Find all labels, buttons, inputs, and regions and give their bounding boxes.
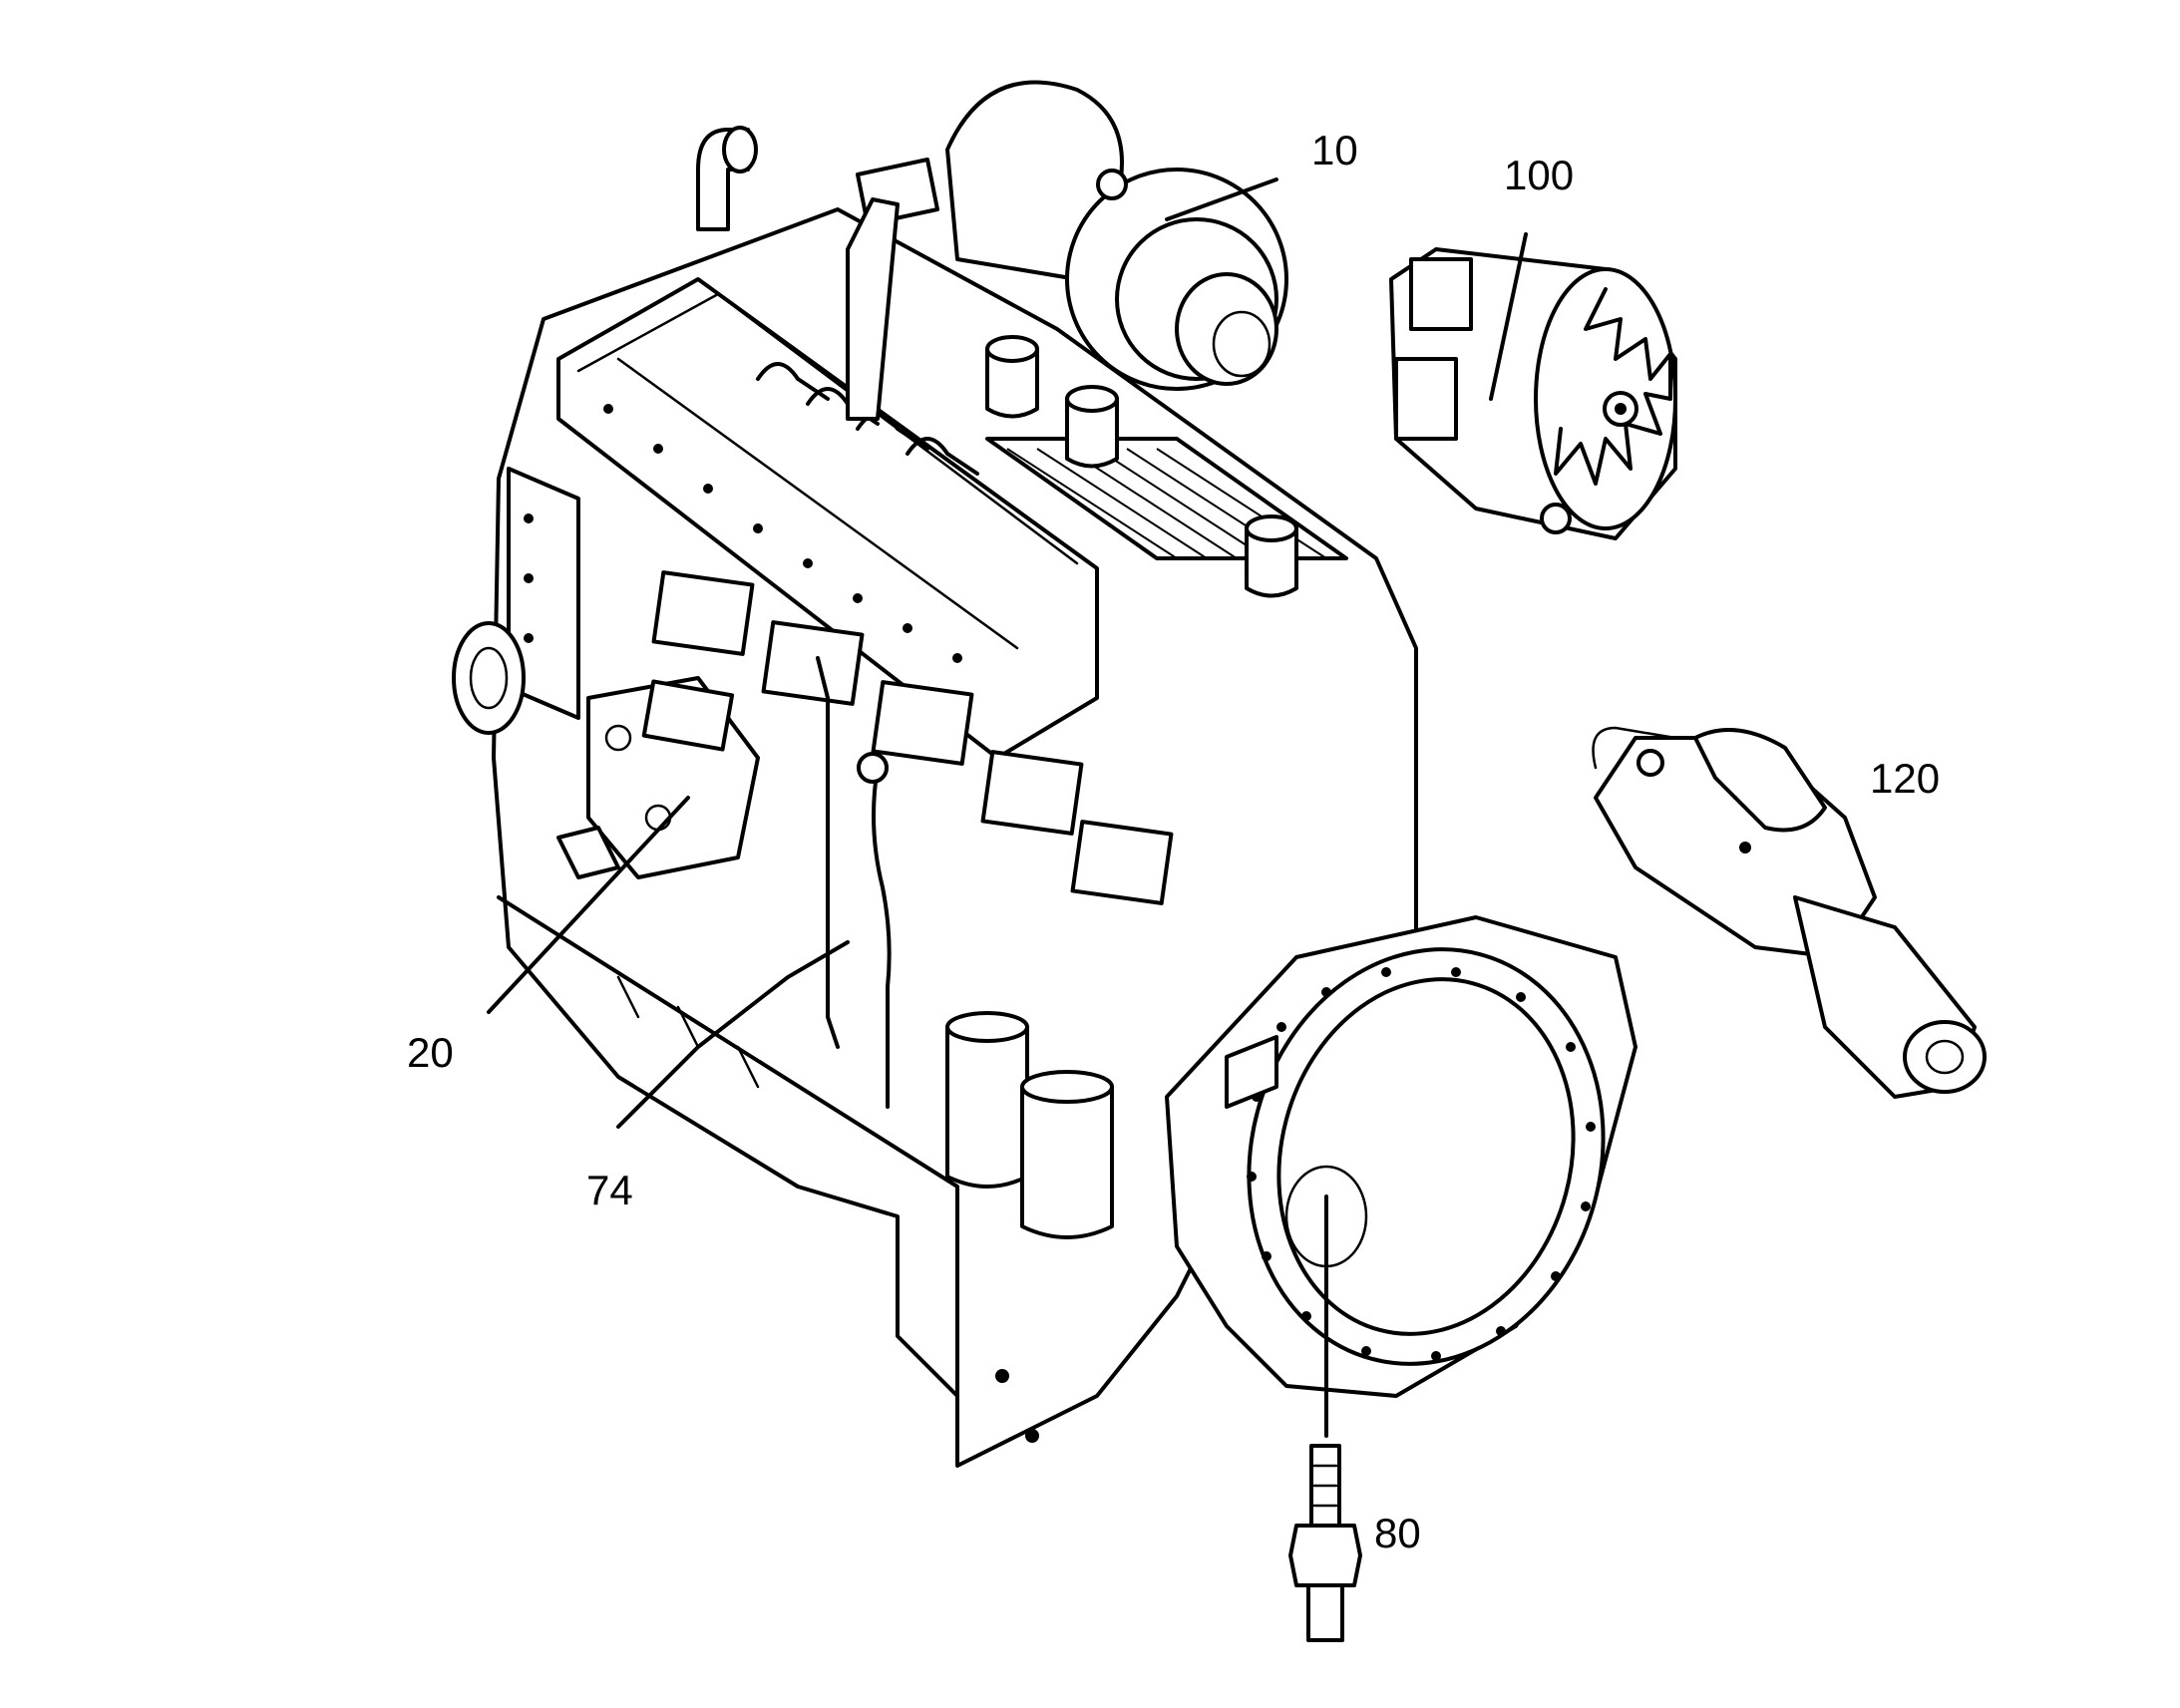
turbocharger: [696, 80, 1288, 421]
alternator: [1389, 247, 1677, 540]
callout-10: 10: [1311, 127, 1358, 173]
cover-bolts: [603, 404, 962, 663]
injector-caps: [985, 335, 1298, 598]
starter-motor: [1592, 726, 1987, 1099]
oil-filters: [945, 1011, 1114, 1239]
leader-100: [1489, 232, 1528, 401]
housing-bolts: [1247, 967, 1596, 1361]
crank-pulley: [452, 621, 526, 735]
callout-100: 100: [1504, 152, 1574, 198]
callout-80: 80: [1374, 1510, 1421, 1556]
side-covers: [651, 570, 1174, 905]
callout-20: 20: [407, 1029, 454, 1076]
flywheel-housing: [1165, 915, 1637, 1398]
leader-10: [1165, 177, 1278, 221]
leader-20: [487, 796, 690, 1014]
sensor-plug: [1288, 1444, 1362, 1642]
valve-cover: [556, 277, 1099, 760]
callout-120: 120: [1870, 755, 1940, 802]
dipstick-tube: [816, 656, 840, 1049]
callout-74: 74: [586, 1167, 633, 1213]
front-plate: [507, 467, 580, 720]
ecm-bracket: [556, 676, 760, 879]
leader-74: [616, 940, 850, 1129]
